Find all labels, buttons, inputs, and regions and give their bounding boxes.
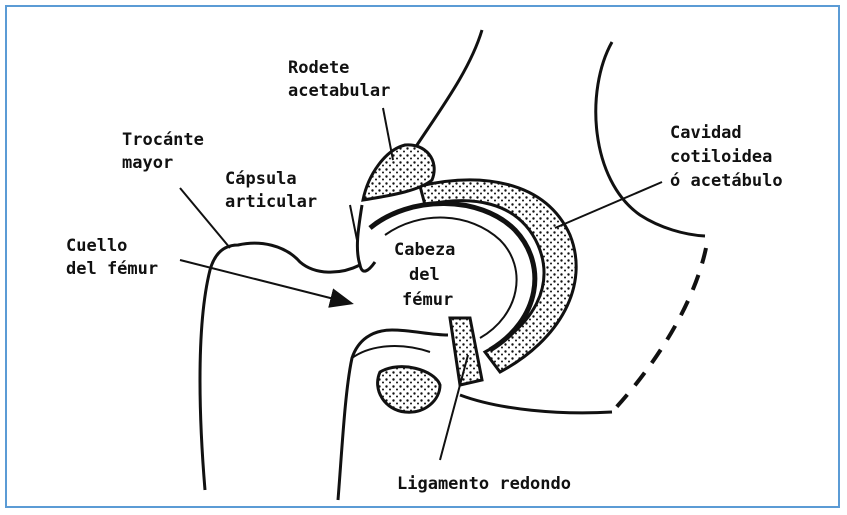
label-rodete-1: Rodete xyxy=(288,58,349,78)
label-capsula-1: Cápsula xyxy=(225,169,297,189)
label-ligamento: Ligamento redondo xyxy=(397,474,571,494)
label-cavidad-2: cotiloidea xyxy=(670,147,772,167)
label-cavidad-3: ó acetábulo xyxy=(670,171,783,191)
capsule-upper xyxy=(357,205,375,271)
femoral-neck-top xyxy=(200,243,360,490)
ligamentum-teres xyxy=(450,318,482,385)
label-cabeza-1: Cabeza xyxy=(394,240,455,260)
ilium-upper-line xyxy=(415,30,482,148)
leader-capsula xyxy=(350,205,357,240)
leader-rodete xyxy=(383,108,393,160)
label-cavidad-1: Cavidad xyxy=(670,123,742,143)
label-trocante-1: Trocánte xyxy=(122,130,204,150)
leader-cavidad xyxy=(555,182,662,228)
leader-ligamento xyxy=(440,355,468,460)
label-cabeza-2: del xyxy=(409,265,440,285)
label-cabeza-3: fémur xyxy=(402,290,453,310)
leader-trocante xyxy=(180,188,230,248)
label-rodete-2: acetabular xyxy=(288,81,390,101)
capsule-lower xyxy=(352,346,430,358)
pelvis-dashed-edge xyxy=(612,248,706,412)
acetabulum-lower-edge xyxy=(460,395,612,413)
label-trocante-2: mayor xyxy=(122,153,173,173)
label-capsula-2: articular xyxy=(225,192,317,212)
label-cuello-2: del fémur xyxy=(66,259,158,279)
labrum-lower xyxy=(378,367,440,413)
label-cuello-1: Cuello xyxy=(66,236,127,256)
